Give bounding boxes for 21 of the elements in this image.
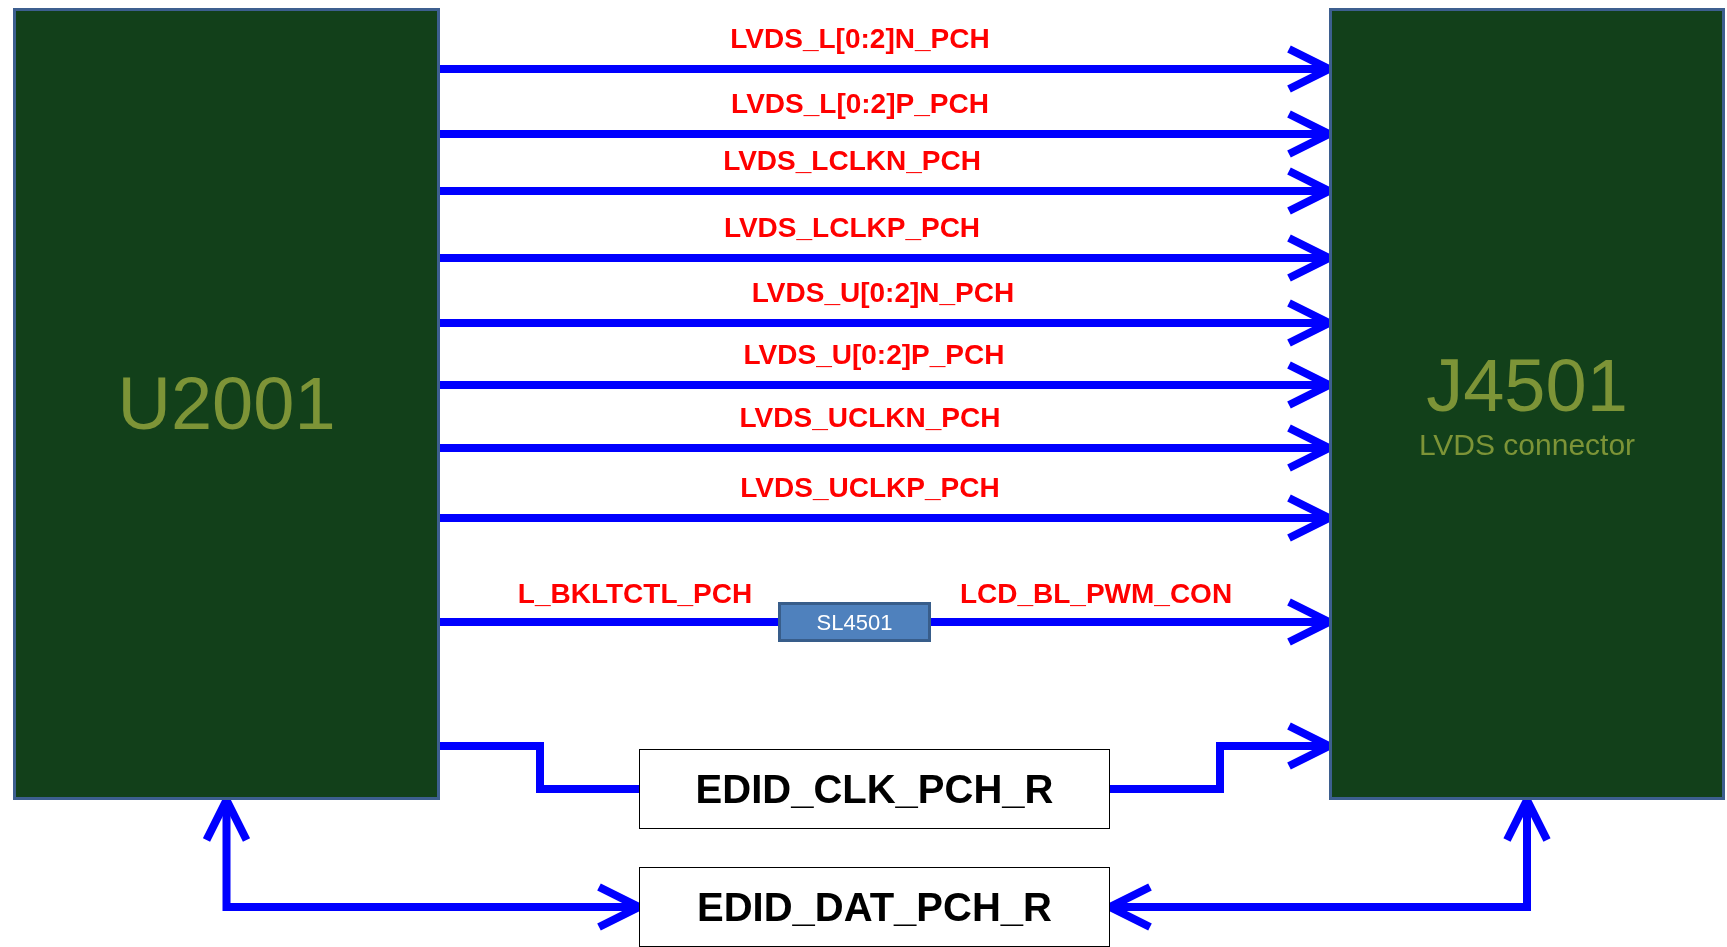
signal-name: EDID_CLK_PCH_R — [695, 766, 1054, 813]
edge-label: LVDS_LCLKP_PCH — [723, 214, 981, 242]
edge-label: LVDS_LCLKN_PCH — [723, 147, 981, 175]
edge-label: LVDS_UCLKP_PCH — [740, 474, 1000, 502]
component-label: SL4501 — [816, 608, 893, 637]
edge-label: LVDS_UCLKN_PCH — [739, 404, 1001, 432]
signal-box — [639, 867, 1110, 947]
signal-box — [639, 749, 1110, 829]
signal-name: EDID_DAT_PCH_R — [697, 884, 1052, 931]
edge-label: LVDS_U[0:2]N_PCH — [751, 279, 1015, 307]
component-block — [13, 8, 440, 800]
resistor-block — [778, 602, 931, 642]
component-designator: J4501 — [1426, 344, 1628, 426]
component-block — [1329, 8, 1725, 800]
component-description: LVDS connector — [1418, 426, 1636, 463]
edge-label: LCD_BL_PWM_CON — [959, 580, 1233, 608]
edge-label: LVDS_U[0:2]P_PCH — [743, 341, 1005, 369]
component-designator: U2001 — [117, 363, 336, 445]
edge-label: L_BKLTCTL_PCH — [517, 580, 753, 608]
edge-label: LVDS_L[0:2]N_PCH — [730, 25, 990, 53]
edge-label: LVDS_L[0:2]P_PCH — [731, 90, 989, 118]
